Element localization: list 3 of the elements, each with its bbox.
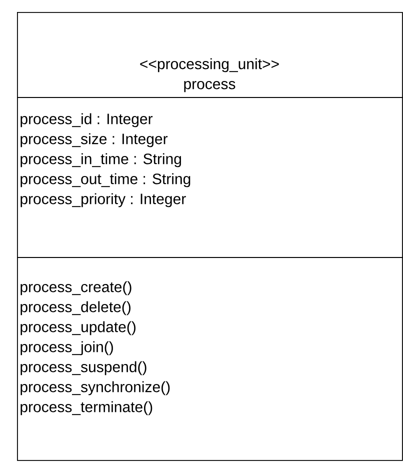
operation-compartment: process_create() process_delete() process_update() process_join() process_suspend() process_synchronize() process_terminate() (17, 257, 403, 461)
class-name-compartment: <<processing_unit>> process (17, 12, 403, 98)
attribute-compartment: process_id : Integer process_size : Integer process_in_time : String process_out_time : String process_priority : Integer (17, 97, 403, 258)
